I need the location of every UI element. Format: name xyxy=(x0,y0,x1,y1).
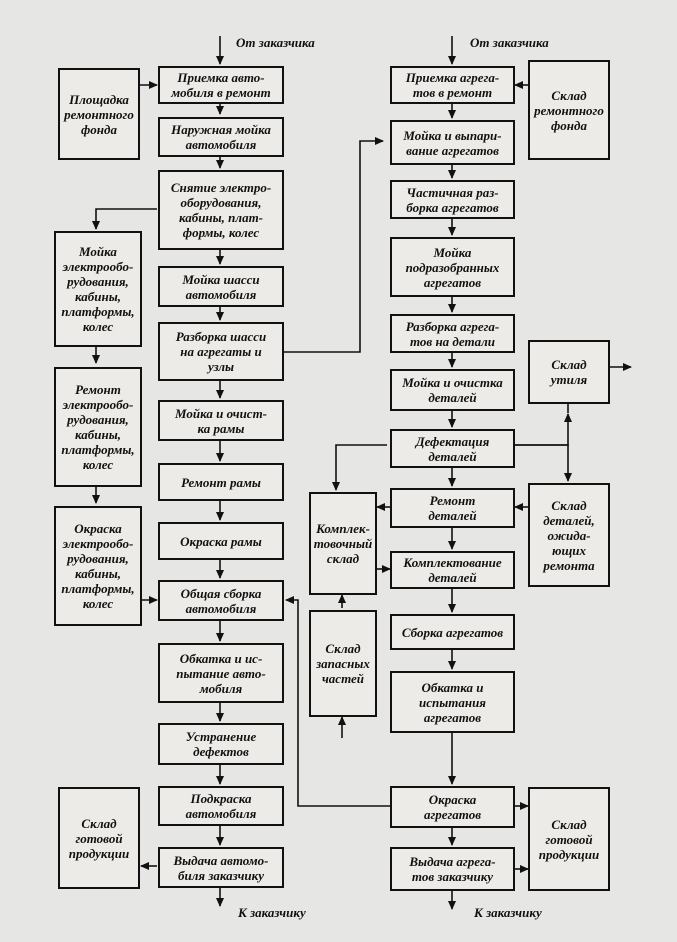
label-from-customer-left: От заказчика xyxy=(236,35,315,50)
right-step-unit-run-in: Обкатка и испытания агрегатов xyxy=(390,671,515,733)
left-step-chassis-wash: Мойка шасси автомобиля xyxy=(158,266,284,307)
left-step-defect-fix: Устранение дефектов xyxy=(158,723,284,765)
left-step-exterior-wash: Наружная мойка автомобиля xyxy=(158,117,284,157)
left-side-box-repair-fund-area: Площадка ремонтного фонда xyxy=(58,68,140,160)
right-side-box-finished-stock: Склад готовой продукции xyxy=(528,787,610,891)
right-side-box-repair-fund-stock: Склад ремонтного фонда xyxy=(528,60,610,160)
left-side-box-electrical-paint: Окраска электрообо- рудования, кабины, п… xyxy=(54,506,142,626)
left-step-frame-wash: Мойка и очист- ка рамы xyxy=(158,400,284,441)
complect-warehouse: Комплек- товочный склад xyxy=(309,492,377,595)
left-step-touch-up-paint: Подкраска автомобиля xyxy=(158,786,284,826)
right-step-defect-detection: Дефектация деталей xyxy=(390,429,515,468)
right-side-box-parts-awaiting-repair: Склад деталей, ожида- ющих ремонта xyxy=(528,483,610,587)
label-from-customer-right: От заказчика xyxy=(470,35,549,50)
label-to-customer-left: К заказчику xyxy=(238,905,306,920)
spare-parts-warehouse: Склад запасных частей xyxy=(309,610,377,717)
left-step-general-assembly: Общая сборка автомобиля xyxy=(158,580,284,621)
left-step-run-in-test: Обкатка и ис- пытание авто- мобиля xyxy=(158,643,284,703)
right-step-unit-paint: Окраска агрегатов xyxy=(390,786,515,828)
right-step-unit-wash-steam: Мойка и выпари- вание агрегатов xyxy=(390,120,515,165)
left-step-frame-repair: Ремонт рамы xyxy=(158,463,284,501)
left-step-frame-paint: Окраска рамы xyxy=(158,522,284,560)
right-step-parts-wash: Мойка и очистка деталей xyxy=(390,369,515,411)
right-step-unit-assembly: Сборка агрегатов xyxy=(390,614,515,650)
left-step-vehicle-intake: Приемка авто- мобиля в ремонт xyxy=(158,66,284,104)
right-step-parts-kitting: Комплектование деталей xyxy=(390,551,515,589)
label-to-customer-right: К заказчику xyxy=(474,905,542,920)
left-step-removal: Снятие электро- оборудования, кабины, пл… xyxy=(158,170,284,250)
right-step-parts-disassembly: Разборка агрега- тов на детали xyxy=(390,314,515,353)
left-side-box-finished-stock: Склад готовой продукции xyxy=(58,787,140,889)
right-step-unit-delivery: Выдача агрега- тов заказчику xyxy=(390,847,515,891)
right-step-partial-disassembly: Частичная раз- борка агрегатов xyxy=(390,180,515,219)
right-step-subassembly-wash: Мойка подразобранных агрегатов xyxy=(390,237,515,297)
right-side-box-scrap-stock: Склад утиля xyxy=(528,340,610,404)
left-side-box-electrical-wash: Мойка электрообо- рудования, кабины, пла… xyxy=(54,231,142,347)
left-step-vehicle-delivery: Выдача автомо- биля заказчику xyxy=(158,847,284,888)
left-step-chassis-disassembly: Разборка шасси на агрегаты и узлы xyxy=(158,322,284,381)
left-side-box-electrical-repair: Ремонт электрообо- рудования, кабины, пл… xyxy=(54,367,142,487)
right-step-parts-repair: Ремонт деталей xyxy=(390,488,515,528)
right-step-unit-intake: Приемка агрега- тов в ремонт xyxy=(390,66,515,104)
